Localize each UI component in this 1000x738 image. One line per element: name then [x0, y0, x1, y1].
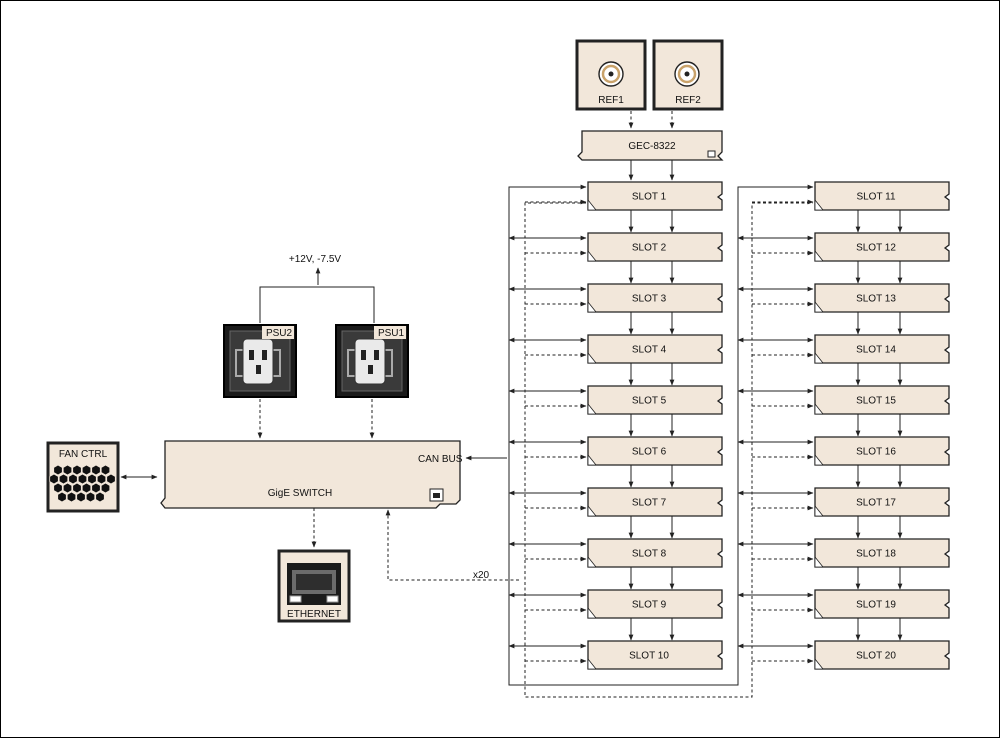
slot-card-slot-5: SLOT 5	[587, 385, 723, 415]
fan-grille-icon	[49, 464, 116, 503]
slot-card-slot-17: SLOT 17	[814, 487, 950, 517]
slot-card-slot-8: SLOT 8	[587, 538, 723, 568]
ref2-label: REF2	[675, 95, 701, 106]
gige-switch-label: GigE SWITCH	[268, 488, 332, 499]
slot-label: SLOT 7	[632, 498, 667, 509]
slot-label: SLOT 14	[856, 345, 896, 356]
slot-card-slot-19: SLOT 19	[814, 589, 950, 619]
psu2-label: PSU2	[266, 328, 293, 339]
slot-label: SLOT 3	[632, 294, 667, 305]
slot-label: SLOT 12	[856, 243, 896, 254]
slot-label: SLOT 4	[632, 345, 667, 356]
power-rail-label: +12V, -7.5V	[289, 254, 342, 265]
psu1-module: PSU1	[335, 324, 409, 398]
slot-card-slot-16: SLOT 16	[814, 436, 950, 466]
slot-card-slot-14: SLOT 14	[814, 334, 950, 364]
fan-ctrl-module: FAN CTRL	[46, 441, 120, 513]
slot-label: SLOT 2	[632, 243, 667, 254]
slot-label: SLOT 5	[632, 396, 667, 407]
slot-card-slot-13: SLOT 13	[814, 283, 950, 313]
slot-label: SLOT 10	[629, 651, 669, 662]
slot-label: SLOT 13	[856, 294, 896, 305]
gec-8322-label: GEC-8322	[628, 141, 676, 152]
slot-card-slot-6: SLOT 6	[587, 436, 723, 466]
ref1-label: REF1	[598, 95, 624, 106]
slot-card-slot-9: SLOT 9	[587, 589, 723, 619]
slot-card-slot-2: SLOT 2	[587, 232, 723, 262]
slot-card-slot-18: SLOT 18	[814, 538, 950, 568]
ethernet-label: ETHERNET	[287, 609, 341, 620]
slot-card-slot-20: SLOT 20	[814, 640, 950, 670]
psu1-label: PSU1	[378, 328, 405, 339]
slot-label: SLOT 8	[632, 549, 667, 560]
can-bus-label: CAN BUS	[418, 454, 463, 465]
slot-label: SLOT 1	[632, 192, 667, 203]
slot-card-slot-1: SLOT 1	[587, 181, 723, 211]
slot-card-slot-10: SLOT 10	[587, 640, 723, 670]
slot-card-slot-3: SLOT 3	[587, 283, 723, 313]
slot-label: SLOT 11	[856, 192, 896, 203]
gec-8322-card: GEC-8322	[577, 130, 724, 161]
ref2-connector: REF2	[652, 39, 724, 111]
slot-card-slot-7: SLOT 7	[587, 487, 723, 517]
ref1-connector: REF1	[575, 39, 647, 111]
slot-label: SLOT 16	[856, 447, 896, 458]
slot-label: SLOT 9	[632, 600, 667, 611]
gige-switch-card: CAN BUS GigE SWITCH	[160, 440, 463, 509]
slot-label: SLOT 15	[856, 396, 896, 407]
slot-label: SLOT 6	[632, 447, 667, 458]
fan-ctrl-label: FAN CTRL	[59, 449, 108, 460]
psu2-module: PSU2	[223, 324, 297, 398]
slot-card-slot-4: SLOT 4	[587, 334, 723, 364]
slot-label: SLOT 17	[856, 498, 896, 509]
slot-label: SLOT 18	[856, 549, 896, 560]
slot-card-slot-12: SLOT 12	[814, 232, 950, 262]
ethernet-port: ETHERNET	[277, 549, 351, 623]
slot-label: SLOT 20	[856, 651, 896, 662]
slot-card-slot-11: SLOT 11	[814, 181, 950, 211]
slot-cards: SLOT 1 SLOT 2 SLOT 3 SLOT 4 SLOT 5 SLOT 6 SLOT…	[508, 181, 950, 670]
slot-card-slot-15: SLOT 15	[814, 385, 950, 415]
fanout-count-label: x20	[473, 570, 490, 581]
slot-label: SLOT 19	[856, 600, 896, 611]
